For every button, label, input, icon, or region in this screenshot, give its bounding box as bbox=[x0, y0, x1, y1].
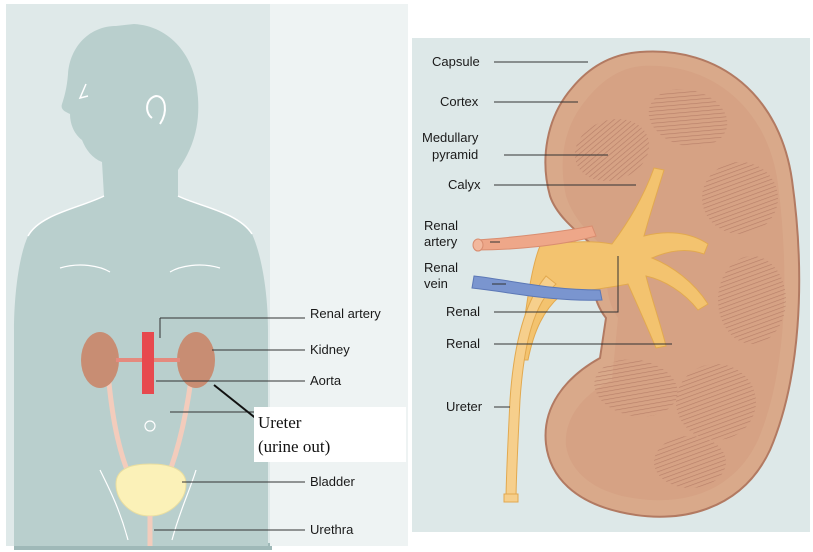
callout-line-1: Ureter bbox=[258, 413, 302, 432]
right-kidney bbox=[177, 332, 215, 388]
ureter-end bbox=[504, 494, 518, 502]
callout-line-2: (urine out) bbox=[258, 437, 330, 456]
label-capsule: Capsule bbox=[432, 54, 480, 69]
label-kidney: Kidney bbox=[310, 342, 350, 357]
label-aorta: Aorta bbox=[310, 373, 342, 388]
label-medullary-1: Medullary bbox=[422, 130, 479, 145]
aorta bbox=[142, 332, 154, 394]
label-cortex: Cortex bbox=[440, 94, 479, 109]
label-urethra: Urethra bbox=[310, 522, 354, 537]
label-ureter: Ureter bbox=[446, 399, 483, 414]
label-renal-artery: Renal artery bbox=[310, 306, 381, 321]
left-kidney bbox=[81, 332, 119, 388]
label-renal-vein-2: vein bbox=[424, 276, 448, 291]
label-renal-artery-2: artery bbox=[424, 234, 458, 249]
right-panel: Capsule Cortex Medullary pyramid Calyx R… bbox=[412, 38, 810, 532]
label-renal-a: Renal bbox=[446, 304, 480, 319]
label-renal-b: Renal bbox=[446, 336, 480, 351]
renal-artery-end bbox=[473, 239, 483, 251]
label-medullary-2: pyramid bbox=[432, 147, 478, 162]
left-panel-lighter-strip bbox=[270, 4, 408, 546]
label-calyx: Calyx bbox=[448, 177, 481, 192]
label-renal-vein-1: Renal bbox=[424, 260, 458, 275]
left-panel: Renal artery Kidney Aorta Ureter Bladder… bbox=[6, 4, 408, 550]
label-renal-artery-1: Renal bbox=[424, 218, 458, 233]
label-bladder: Bladder bbox=[310, 474, 355, 489]
